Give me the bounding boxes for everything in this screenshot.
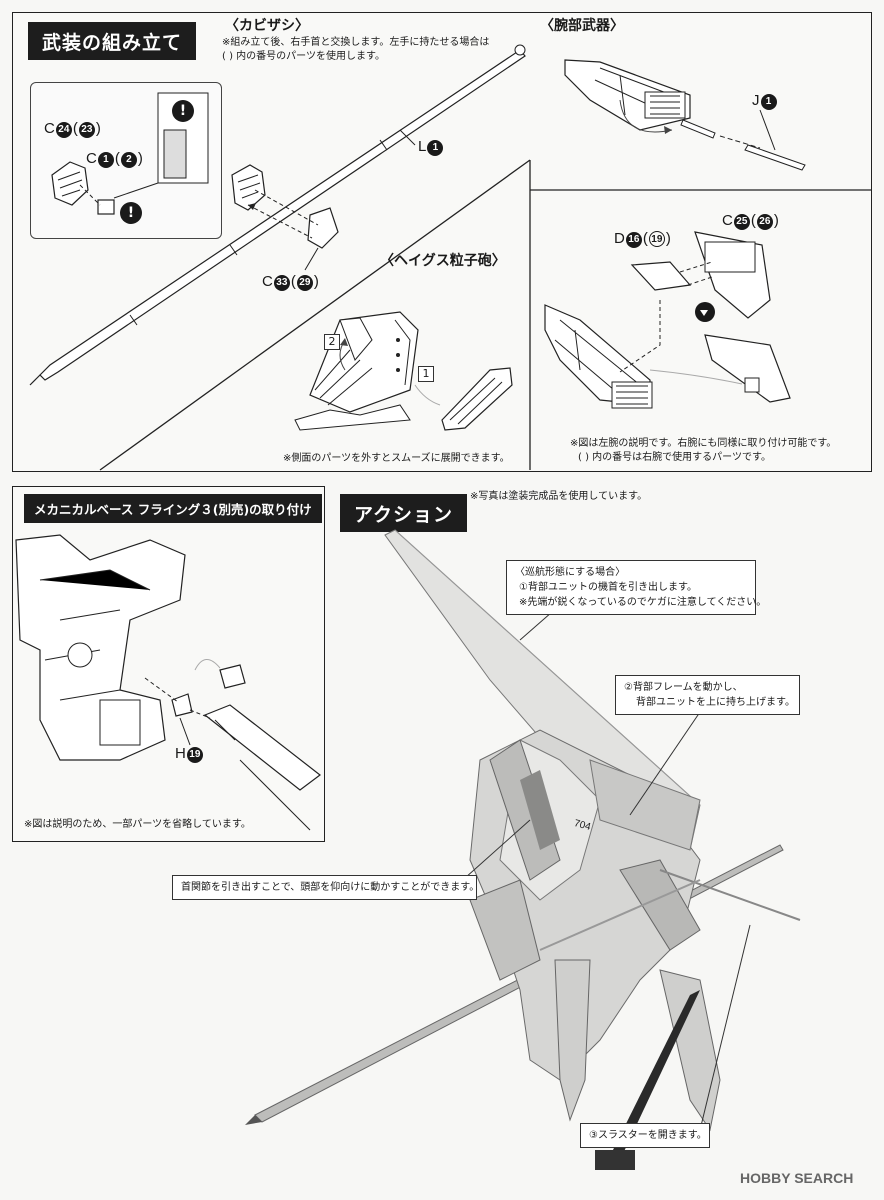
arm-weapon-heading: 〈腕部武器〉 [540, 18, 624, 34]
step-1-marker: 1 [418, 366, 434, 382]
kabizashi-note-2: ( ) 内の番号のパーツを使用します。 [222, 51, 385, 62]
back-frame-line-1: ②背部フレームを動かし、 [624, 682, 743, 693]
hobby-search-watermark: HOBBY SEARCH [740, 1170, 854, 1186]
arm-mount-note-1: ※図は左腕の説明です。右腕にも同様に取り付け可能です。 [570, 438, 837, 449]
back-frame-callout: ②背部フレームを動かし、 背部ユニットを上に持ち上げます。 [615, 675, 800, 715]
neck-joint-callout: 首関節を引き出すことで、頭部を仰向けに動かすことができます。 [172, 875, 479, 900]
cruise-mode-callout: 〈巡航形態にする場合〉 ①背部ユニットの機首を引き出します。 ※先端が鋭くなって… [506, 560, 767, 615]
heigus-note: ※側面のパーツを外すとスムーズに展開できます。 [283, 453, 510, 464]
heigus-heading: 〈ヘイグス粒子砲〉 [380, 253, 506, 269]
cruise-mode-step: ①背部ユニットの機首を引き出します。 [519, 582, 697, 593]
action-title: アクション [340, 494, 468, 532]
flying-base-title: メカニカルベース フライング３(別売)の取り付け [24, 494, 322, 523]
cruise-mode-title: 〈巡航形態にする場合〉 [515, 567, 626, 578]
caution-icon: ! [120, 202, 142, 224]
kabizashi-heading: 〈カビザシ〉 [225, 18, 309, 34]
weapon-assembly-title: 武装の組み立て [28, 22, 197, 60]
caution-icon: ! [172, 100, 194, 122]
arm-mount-note-2: ( ) 内の番号は右腕で使用するパーツです。 [578, 452, 771, 463]
action-photo-note: ※写真は塗装完成品を使用しています。 [470, 491, 648, 502]
flying-base-note: ※図は説明のため、一部パーツを省略しています。 [24, 819, 251, 830]
cruise-mode-warning: ※先端が鋭くなっているのでケガに注意してください。 [519, 597, 767, 608]
thruster-callout: ③スラスターを開きます。 [580, 1123, 710, 1148]
back-frame-line-2: 背部ユニットを上に持ち上げます。 [636, 697, 795, 708]
kabizashi-note-1: ※組み立て後、右手首と交換します。左手に持たせる場合は [222, 37, 490, 48]
step-2-marker: 2 [324, 334, 340, 350]
